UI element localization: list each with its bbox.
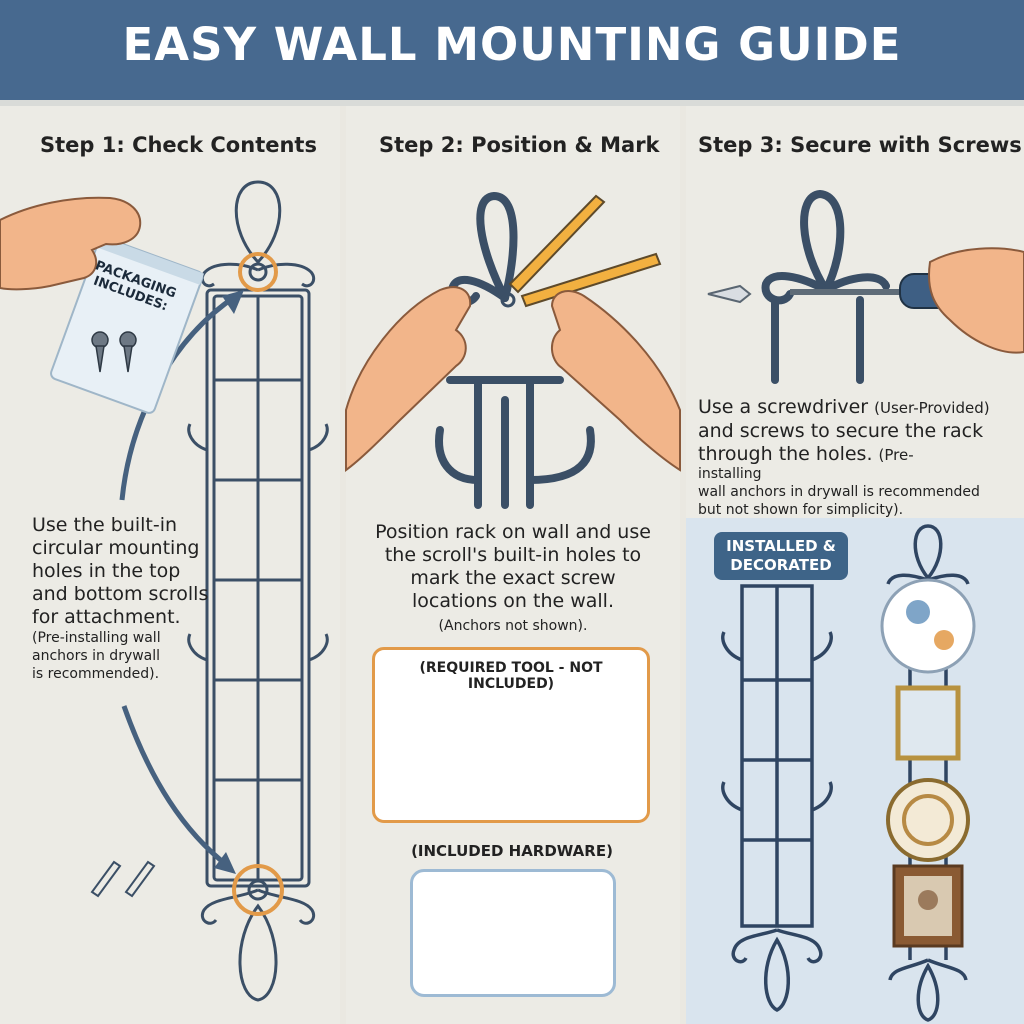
hand-icon-2 [345,286,681,472]
required-tool-label: (REQUIRED TOOL - NOT INCLUDED) [419,660,603,692]
step1-title: Step 1: Check Contents [40,133,317,157]
hand-icon-4 [928,247,1024,354]
packaging-bag-icon [50,236,205,414]
step3-rack-illustration [761,189,890,384]
step3-note: installing wall anchors in drywall is re… [698,466,980,518]
required-tool-box: (REQUIRED TOOL - NOT INCLUDED) [372,647,650,823]
step2-title: Step 2: Position & Mark [379,133,660,157]
decor-plate-1 [880,578,976,674]
screw-icon [91,331,137,373]
step2-instructions: Position rack on wall and use the scroll… [375,521,651,612]
included-hardware-box [410,869,616,997]
decor-plate-2 [886,778,970,862]
decor-frame-1 [895,685,961,761]
included-hardware-label: (INCLUDED HARDWARE) [411,842,613,860]
step2-rack-illustration [435,191,595,509]
installed-rack-left [721,584,833,1012]
step1-note: (Pre-installing wall anchors in drywall … [32,630,161,682]
pencil-icon [90,860,156,898]
wall-anchor-icon [707,284,752,304]
step1-instructions: Use the built-in circular mounting holes… [32,514,209,628]
top-hole-highlight [238,252,278,292]
step2-note: (Anchors not shown). [438,618,588,634]
step3-instructions: Use a screwdriver (User-Provided) and sc… [698,396,990,465]
page-title: EASY WALL MOUNTING GUIDE [122,18,902,71]
installed-badge: INSTALLED & DECORATED [714,532,848,580]
hand-icon [0,196,142,291]
header-banner: EASY WALL MOUNTING GUIDE [0,0,1024,106]
arrow-to-bottom-hole [121,705,230,868]
pencil-icon-2 [508,194,662,308]
bottom-hole-highlight [232,864,284,916]
step3-title: Step 3: Secure with Screws [698,133,1022,157]
